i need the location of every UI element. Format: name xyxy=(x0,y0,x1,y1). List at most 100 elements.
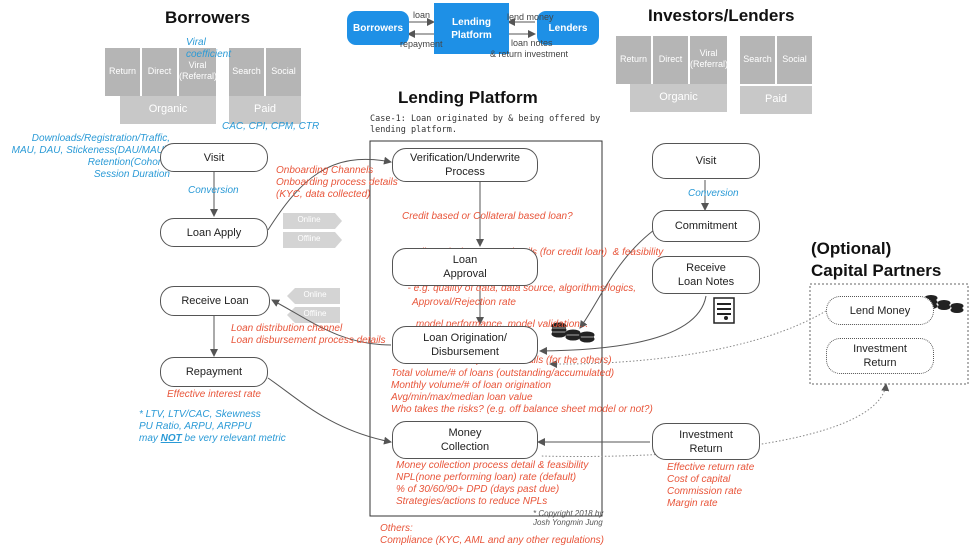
collection-note-line: % of 30/60/90+ DPD (days past due) xyxy=(396,484,560,495)
borrower-conversion-label: Conversion xyxy=(188,185,239,196)
collection-note-line: Strategies/actions to reduce NPLs xyxy=(396,496,548,507)
borrower-metric-line: Downloads/Registration/Traffic, xyxy=(31,133,170,144)
investor-channel-viral-line1: Viral xyxy=(699,48,718,58)
onboarding-note-line: (KYC, data collected) xyxy=(276,189,371,200)
investor-paid: Paid xyxy=(764,93,788,105)
platform-box xyxy=(369,140,603,517)
investor-organic: Organic xyxy=(659,91,698,103)
verification-line1: Verification/Underwrite xyxy=(409,152,521,164)
borrower-paid: Paid xyxy=(253,103,277,115)
credit-note-line: - e.g. quality of data, data source, alg… xyxy=(402,283,637,294)
return-notes: Effective return rate Cost of capital Co… xyxy=(667,462,754,510)
return-note-line: Effective return rate xyxy=(667,462,755,473)
borrower-visit-node: Visit xyxy=(160,143,268,172)
ltv-line-3-not: NOT xyxy=(160,433,182,444)
borrower-metrics: Downloads/Registration/Traffic, MAU, DAU… xyxy=(12,133,170,181)
repayment-node: Repayment xyxy=(160,357,268,387)
viral-coefficient-line2: coefficient xyxy=(186,49,232,60)
investment-return-node: Investment Return xyxy=(652,423,760,460)
return-note-line: Cost of capital xyxy=(667,474,731,485)
borrower-metric-line: MAU, DAU, Stickeness(DAU/MAU), xyxy=(11,145,170,156)
copyright-line2: Josh Yongmin Jung xyxy=(533,518,603,527)
ltv-line-2: PU Ratio, ARPU, ARPPU xyxy=(139,421,252,432)
top-lenders-pill: Lenders xyxy=(537,11,599,45)
top-borrowers-pill: Borrowers xyxy=(347,11,409,45)
verification-line2: Process xyxy=(445,166,485,178)
approval-line2: Approval xyxy=(443,268,487,280)
credit-note-line: model performance, model validation... xyxy=(402,319,589,330)
investor-channel-blocks xyxy=(616,36,812,114)
investor-channel-social: Social xyxy=(782,54,807,64)
platform-case-note: Case-1: Loan originated by & being offer… xyxy=(370,114,600,136)
case-line-1: Case-1: Loan originated by & being offer… xyxy=(370,114,601,124)
onboarding-note-line: Onboarding process details xyxy=(276,177,398,188)
origination-line1: Loan Origination/ xyxy=(423,332,507,344)
top-platform-line1: Lending xyxy=(452,16,491,28)
capital-heading-line1: (Optional) xyxy=(811,239,892,258)
approval-line1: Loan xyxy=(452,254,478,266)
others-title: Others: xyxy=(380,523,413,534)
investor-flow-arrows xyxy=(537,180,709,446)
ltv-line-3: may NOT be very relevant metric xyxy=(139,433,286,445)
top-flow-arrows xyxy=(407,18,536,38)
top-return-label: & return investment xyxy=(490,49,569,59)
receive-notes-line2: Loan Notes xyxy=(677,276,735,288)
capital-flow-arrows xyxy=(539,310,890,457)
investors-heading: Investors/Lenders xyxy=(648,6,795,25)
capital-heading: (Optional) Capital Partners xyxy=(811,238,941,282)
tag-offline-2: Offline xyxy=(303,309,327,318)
coin-stack-icon xyxy=(551,322,595,343)
collection-note-line: NPL(none performing loan) rate (default) xyxy=(396,472,577,483)
investment-return-line1: Investment xyxy=(679,428,733,441)
onboarding-notes: Onboarding Channels Onboarding process d… xyxy=(276,165,398,201)
investor-channel-direct: Direct xyxy=(658,54,683,64)
viral-coefficient: Viral coefficient xyxy=(186,37,231,61)
distribution-notes: Loan distribution channel Loan disbursem… xyxy=(231,323,386,347)
borrower-flow-arrows xyxy=(210,156,392,445)
volume-note-line: Who takes the risks? (e.g. off balance s… xyxy=(391,404,653,415)
distribution-note-line: Loan disbursement process details xyxy=(231,335,386,346)
distribution-note-line: Loan distribution channel xyxy=(231,323,343,334)
borrower-metric-line: Retention(Cohort), xyxy=(87,157,170,168)
receive-loan-node: Receive Loan xyxy=(160,286,270,316)
others-notes: Others: Compliance (KYC, AML and any oth… xyxy=(380,523,604,547)
investment-return-line2: Return xyxy=(689,442,723,455)
volume-note-line: Monthly volume/# of loan origination xyxy=(391,380,552,391)
case-line-2: lending platform. xyxy=(370,125,457,135)
investor-channel-search: Search xyxy=(743,54,772,64)
top-lend-money-label: lend money xyxy=(507,12,554,22)
tag-online-2: Online xyxy=(303,290,327,299)
paid-metrics: CAC, CPI, CPM, CTR xyxy=(222,121,320,132)
receive-notes-line1: Receive xyxy=(686,262,726,274)
others-line: Compliance (KYC, AML and any other regul… xyxy=(380,535,605,546)
investor-channel-viral-line2: (Referral) xyxy=(690,59,729,69)
borrower-channel-blocks xyxy=(105,48,301,124)
effective-interest-rate: Effective interest rate xyxy=(167,389,261,400)
verification-node: Verification/Underwrite Process xyxy=(392,148,538,182)
investor-channel-viral: Viral (Referral) xyxy=(690,48,729,70)
lend-money-node: Lend Money xyxy=(826,296,934,325)
top-loan-notes-label: loan notes xyxy=(511,38,553,48)
capital-investment-return-node: Investment Return xyxy=(826,338,934,374)
volume-notes: Total volume/# of loans (outstanding/acc… xyxy=(391,368,653,416)
return-note-line: Margin rate xyxy=(667,498,718,509)
loan-approval-node: Loan Approval xyxy=(392,248,538,286)
borrower-channel-direct: Direct xyxy=(147,66,172,76)
ltv-line-3-pre: may xyxy=(139,433,161,444)
tag-online: Online xyxy=(297,215,321,224)
copyright-line1: * Copyright 2018 by xyxy=(533,509,604,518)
borrowers-heading: Borrowers xyxy=(165,8,251,27)
volume-note-line: Total volume/# of loans (outstanding/acc… xyxy=(391,368,615,379)
loan-apply-node: Loan Apply xyxy=(160,218,268,247)
investor-channel-return: Return xyxy=(619,54,647,64)
collection-line1: Money xyxy=(448,427,482,439)
top-repayment-label: repayment xyxy=(400,39,443,49)
money-collection-node: Money Collection xyxy=(392,421,538,459)
borrower-metric-line: Session Duration xyxy=(93,169,170,180)
coin-stack-icon xyxy=(924,295,964,313)
capital-return-line1: Investment xyxy=(853,343,907,355)
capital-return-line2: Return xyxy=(863,357,897,369)
origination-line2: Disbursement xyxy=(431,346,499,358)
borrower-channel-social: Social xyxy=(271,66,296,76)
